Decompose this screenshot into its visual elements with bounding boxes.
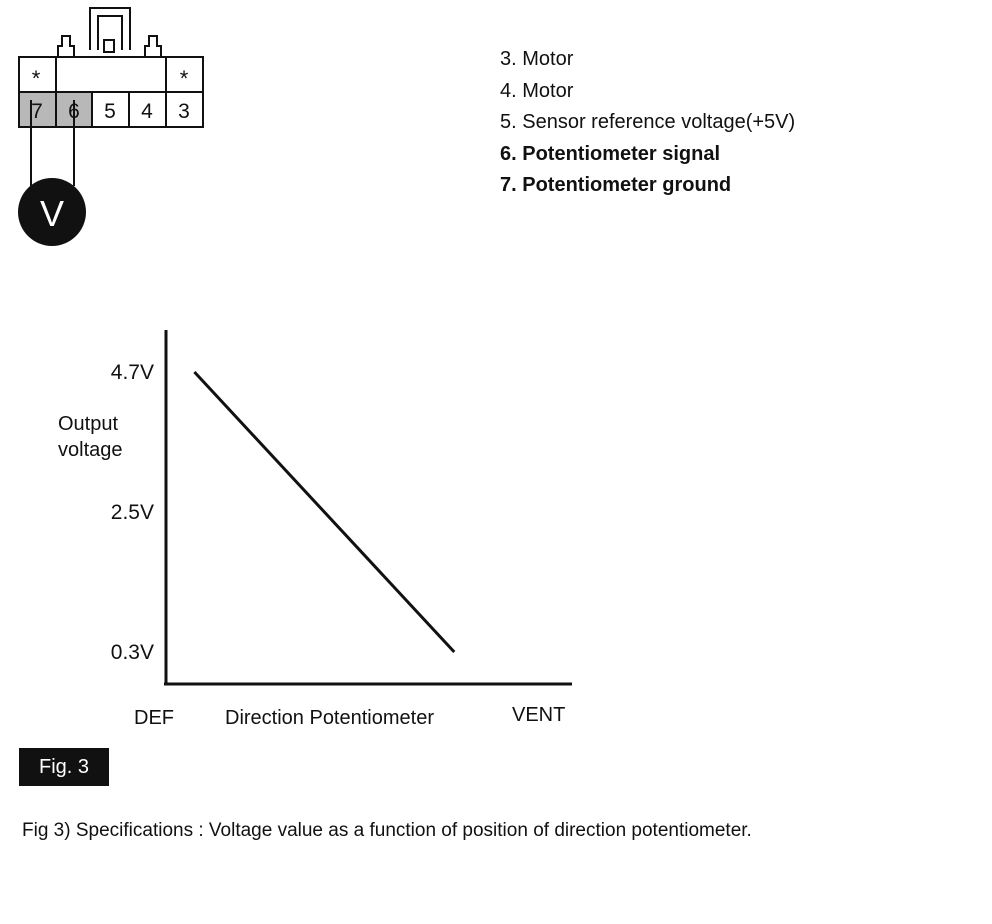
series-layer [193, 370, 456, 654]
y-tick-label: 4.7V [111, 361, 154, 384]
pin-label-3: 3 [178, 100, 190, 123]
star-mark-left: * [32, 66, 41, 91]
pin-label-4: 4 [141, 100, 153, 123]
pin-description-3: 3. Motor [500, 48, 574, 70]
connector-latch [89, 7, 131, 50]
voltage-chart: 4.7V 2.5V 0.3V Output voltage DEF Directio… [58, 330, 572, 729]
pin-description-list: 3. Motor 4. Motor 5. Sensor reference vo… [500, 44, 795, 202]
x-axis-label: Direction Potentiometer [225, 707, 434, 729]
pin-label-6: 6 [68, 100, 80, 123]
pin-7-shade [20, 92, 56, 126]
figure-caption: Fig 3) Specifications : Voltage value as… [22, 820, 752, 841]
x-end-label: VENT [512, 704, 565, 726]
pin-label-7: 7 [31, 100, 43, 123]
star-mark-right: * [180, 66, 189, 91]
x-start-label: DEF [134, 707, 174, 729]
connector-diagram [18, 7, 204, 186]
voltmeter-icon [18, 178, 86, 246]
connector-latch-inner [97, 15, 123, 50]
pin-description-7: 7. Potentiometer ground [500, 174, 732, 196]
pin-description-4: 4. Motor [500, 79, 574, 102]
y-axis-label-line-1: Output [58, 413, 118, 435]
y-tick-labels: 4.7V 2.5V 0.3V [111, 361, 154, 664]
voltage-line-series-0 [193, 370, 456, 654]
pin-description-5: 5. Sensor reference voltage(+5V) [500, 111, 796, 133]
figure-badge: Fig. 3 [19, 748, 109, 786]
pin-label-5: 5 [104, 100, 116, 123]
y-tick-label: 0.3V [111, 641, 154, 664]
pin-description-6: 6. Potentiometer signal [500, 142, 721, 165]
y-tick-label: 2.5V [111, 501, 154, 524]
voltmeter-label: V [40, 193, 64, 234]
connector-latch-slot [103, 39, 115, 53]
y-axis-label-line-2: voltage [58, 439, 123, 461]
